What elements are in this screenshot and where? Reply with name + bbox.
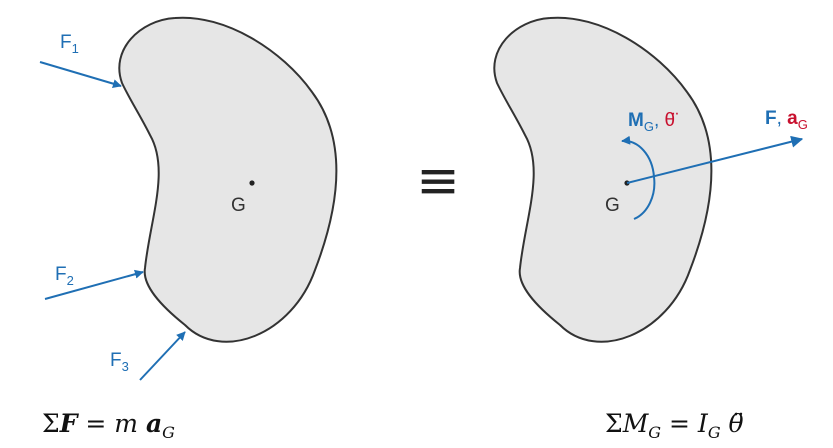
force-equation: ΣF = m aG [42, 409, 175, 442]
left-mass-center-dot [249, 180, 255, 186]
resultant-force-label: F, aG [765, 108, 808, 132]
force-arrow-f1 [39, 61, 122, 89]
resultant-force-arrow [626, 135, 804, 184]
right-mass-center-label: G [605, 195, 620, 216]
force-label-f2: F2 [55, 264, 74, 288]
left-free-body: G F1 F2 F3 [39, 16, 338, 381]
right-kinetic-diagram: G F, aG MG, θ̈ [493, 16, 808, 343]
moment-equation: ΣMG = IG θ̈ [605, 409, 744, 442]
force-label-f3: F3 [110, 350, 129, 374]
right-body-shape [493, 16, 713, 343]
moment-label: MG, θ̈ [628, 110, 678, 134]
left-mass-center-label: G [231, 195, 246, 216]
force-arrow-f2 [44, 269, 144, 300]
equivalence-symbol: ≡ [416, 151, 460, 211]
left-body-shape [118, 16, 338, 343]
force-label-f1: F1 [60, 32, 79, 56]
force-arrow-f3 [139, 331, 186, 381]
moment-arc-arrow [621, 135, 656, 220]
